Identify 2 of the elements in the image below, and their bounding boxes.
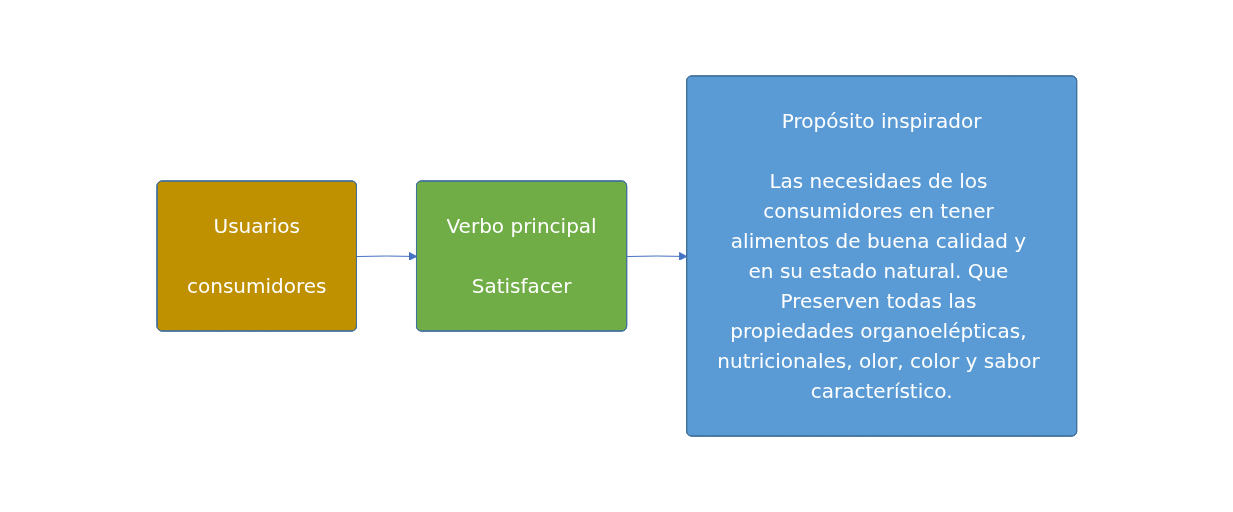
arrow	[356, 251, 418, 261]
arrow	[626, 251, 688, 261]
